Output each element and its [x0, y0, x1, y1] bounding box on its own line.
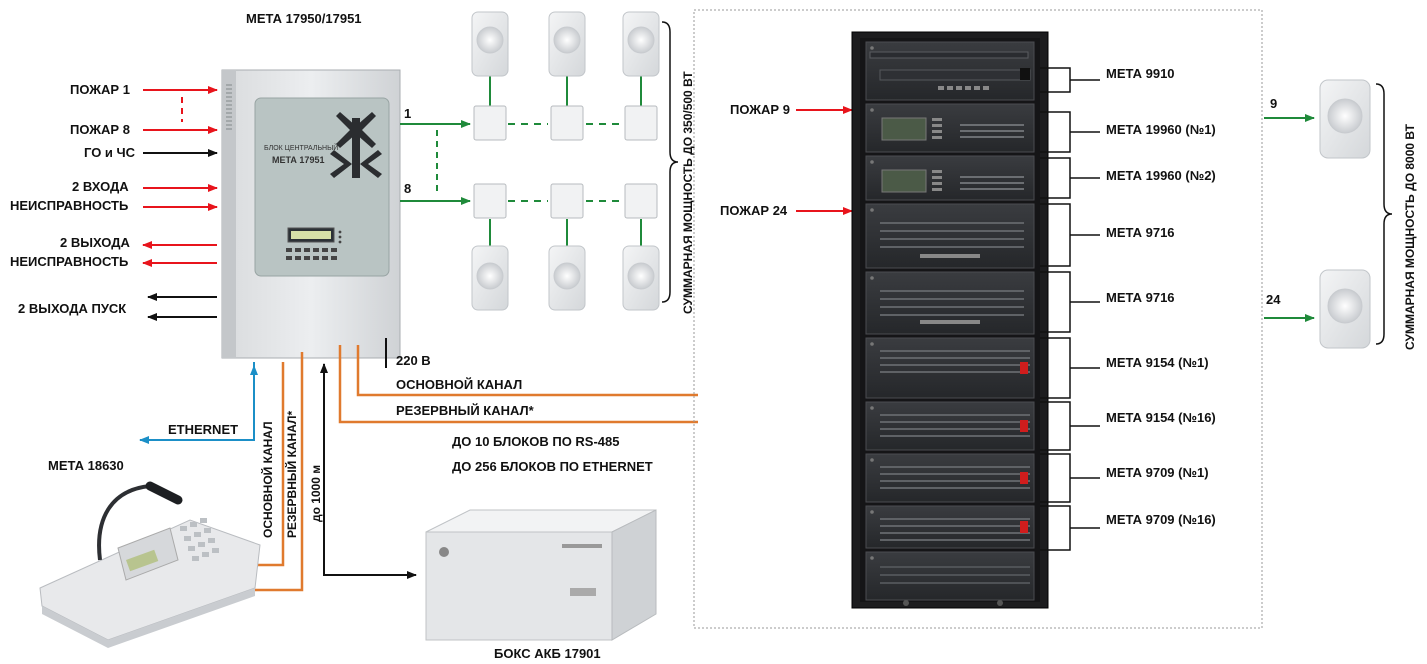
rack-module-label: МЕТА 19960 (№2) [1106, 168, 1216, 183]
equipment-rack [851, 31, 1049, 609]
label-fault-outputs-1: 2 ВЫХОДА [60, 235, 130, 250]
module-bracket [1040, 401, 1100, 451]
speaker-icon [471, 245, 509, 311]
panel-label-1: БЛОК ЦЕНТРАЛЬНЫЙ [264, 143, 338, 152]
central-unit-title: МЕТА 17950/17951 [246, 11, 362, 26]
rack-module-label: МЕТА 9709 (№1) [1106, 465, 1209, 480]
rack-module [865, 401, 1035, 451]
battery-line-up [320, 363, 382, 576]
rack-module [865, 551, 1035, 601]
label-fire-1: ПОЖАР 1 [70, 82, 130, 97]
battery-box-name: БОКС АКБ 17901 [494, 646, 601, 661]
module-bracket [1040, 505, 1100, 551]
label-reserve-channel-vertical: РЕЗЕРВНЫЙ КАНАЛ* [284, 411, 299, 538]
rack-module [865, 505, 1035, 549]
panel-label-2: МЕТА 17951 [272, 155, 324, 165]
input-signals: ПОЖАР 1 ПОЖАР 8 ГО и ЧС 2 ВХОДА НЕИСПРАВ… [10, 82, 218, 321]
label-start-outputs: 2 ВЫХОДА ПУСК [18, 301, 126, 316]
rack-module-label: МЕТА 9154 (№1) [1106, 355, 1209, 370]
rack-module [865, 453, 1035, 503]
brace-left [661, 21, 679, 303]
label-ethernet: ETHERNET [168, 422, 238, 437]
speaker-icon [1319, 269, 1371, 349]
reserve-channel-line [338, 345, 698, 424]
label-fault-inputs-2: НЕИСПРАВНОСТЬ [10, 198, 128, 213]
main-channel-line [356, 345, 698, 397]
rack-module-label: МЕТА 9154 (№16) [1106, 410, 1216, 425]
label-line-8: 8 [404, 181, 411, 196]
speaker-icon [622, 11, 660, 77]
module-bracket [1040, 67, 1100, 93]
module-bracket [1040, 157, 1100, 199]
speaker-lines-right: 9 24 СУММАРНАЯ МОЩНОСТЬ ДО 8000 ВТ [1264, 79, 1417, 350]
speaker-icon [622, 245, 660, 311]
rack-module [865, 41, 1035, 101]
module-bracket [1040, 203, 1100, 267]
rack-module [865, 155, 1035, 201]
label-line-9: 9 [1270, 96, 1277, 111]
rack-module-label: МЕТА 9910 [1106, 66, 1175, 81]
battery-box [425, 509, 657, 641]
label-line-24: 24 [1266, 292, 1281, 307]
label-fire-24: ПОЖАР 24 [720, 203, 788, 218]
label-power-right: СУММАРНАЯ МОЩНОСТЬ ДО 8000 ВТ [1403, 123, 1417, 350]
label-rs485: ДО 10 БЛОКОВ ПО RS-485 [452, 434, 620, 449]
rack-area-frame [693, 9, 1263, 629]
module-bracket [1040, 271, 1100, 333]
label-reserve-channel: РЕЗЕРВНЫЙ КАНАЛ* [396, 403, 535, 418]
label-fire-8: ПОЖАР 8 [70, 122, 130, 137]
label-main-channel-vertical: ОСНОВНОЙ КАНАЛ [260, 421, 275, 538]
speaker-icon [471, 11, 509, 77]
label-fault-outputs-2: НЕИСПРАВНОСТЬ [10, 254, 128, 269]
rack-module-label: МЕТА 9716 [1106, 225, 1175, 240]
label-distance: до 1000 м [309, 465, 323, 522]
module-bracket [1040, 337, 1100, 399]
central-unit: БЛОК ЦЕНТРАЛЬНЫЙ МЕТА 17951 [221, 69, 401, 359]
rack-module [865, 103, 1035, 153]
rack-module-label: МЕТА 19960 (№1) [1106, 122, 1216, 137]
console-name: МЕТА 18630 [48, 458, 124, 473]
microphone-console [39, 481, 261, 648]
label-go-chs: ГО и ЧС [84, 145, 136, 160]
rack-module-label: МЕТА 9709 (№16) [1106, 512, 1216, 527]
meta-logo-icon [330, 112, 382, 178]
label-main-channel: ОСНОВНОЙ КАНАЛ [396, 377, 522, 392]
rack-module [865, 271, 1035, 335]
speaker-icon [548, 245, 586, 311]
channels: 220 В ОСНОВНОЙ КАНАЛ РЕЗЕРВНЫЙ КАНАЛ* ДО… [139, 338, 698, 592]
rack-module-label: МЕТА 9716 [1106, 290, 1175, 305]
speaker-icon [548, 11, 586, 77]
label-ethernet-blocks: ДО 256 БЛОКОВ ПО ETHERNET [452, 459, 653, 474]
label-power-left: СУММАРНАЯ МОЩНОСТЬ ДО 350/500 ВТ [681, 71, 695, 314]
rack-module [865, 337, 1035, 399]
label-fire-9: ПОЖАР 9 [730, 102, 790, 117]
label-fault-inputs-1: 2 ВХОДА [72, 179, 129, 194]
rack-module [865, 203, 1035, 269]
brace-right [1375, 83, 1393, 345]
module-bracket [1040, 453, 1100, 503]
speaker-icon [1319, 79, 1371, 159]
speaker-lines-left: 1 8 [400, 11, 695, 314]
label-mains: 220 В [396, 353, 431, 368]
module-bracket [1040, 111, 1100, 153]
label-line-1: 1 [404, 106, 411, 121]
